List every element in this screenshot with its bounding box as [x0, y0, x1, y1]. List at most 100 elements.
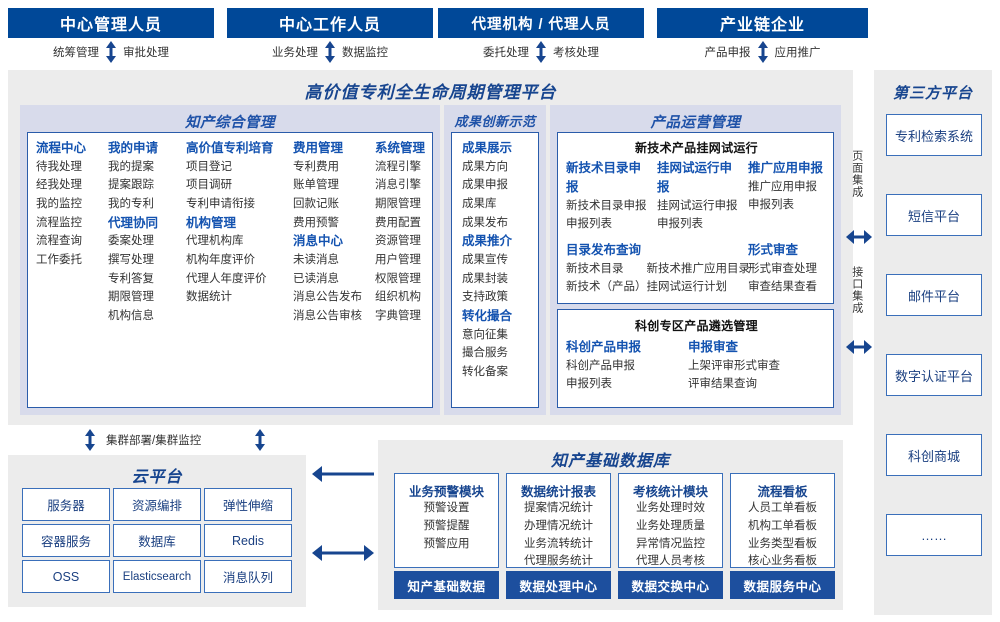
menu-item[interactable]: 专利申请衔接: [186, 198, 255, 210]
menu-item[interactable]: 新技术目录申报: [566, 199, 647, 212]
menu-item[interactable]: 费用预警: [293, 216, 339, 229]
third-party-item-more[interactable]: ……: [886, 514, 982, 556]
menu-item[interactable]: 费用配置: [375, 216, 421, 229]
menu-item[interactable]: 推广应用申报: [748, 180, 817, 193]
db-column-item[interactable]: 预警应用: [423, 537, 470, 550]
menu-item[interactable]: 专利答复: [108, 272, 154, 285]
menu-item[interactable]: 经我处理: [36, 179, 82, 192]
cloud-cell-oss[interactable]: OSS: [22, 560, 110, 593]
menu-item[interactable]: 工作委托: [36, 253, 82, 266]
menu-item[interactable]: 成果方向: [462, 160, 508, 173]
menu-item[interactable]: 流程查询: [36, 235, 82, 248]
cloud-cell-redis[interactable]: Redis: [204, 524, 292, 557]
db-column-item[interactable]: 人员工单看板: [748, 502, 817, 514]
menu-item[interactable]: 流程引擎: [375, 160, 421, 173]
db-column-item[interactable]: 业务流转统计: [524, 537, 593, 550]
menu-item[interactable]: 账单管理: [293, 179, 339, 192]
menu-item[interactable]: 专利费用: [293, 160, 339, 173]
menu-item[interactable]: 代理机构库: [186, 235, 244, 248]
role-card-2[interactable]: 代理机构 / 代理人员: [438, 8, 644, 38]
db-column-item[interactable]: 业务处理质量: [636, 519, 705, 532]
menu-item[interactable]: 新技术目录 新技术推广应用目录: [566, 262, 750, 275]
menu-item[interactable]: 已读消息: [293, 272, 339, 285]
db-column-item[interactable]: 预警设置: [423, 502, 470, 514]
menu-item[interactable]: 项目调研: [186, 179, 232, 192]
menu-item[interactable]: 我的专利: [108, 198, 154, 210]
cloud-cell-autoscaling[interactable]: 弹性伸缩: [204, 488, 292, 521]
cloud-cell-orchestration[interactable]: 资源编排: [113, 488, 201, 521]
db-column-item[interactable]: 提案情况统计: [524, 502, 593, 514]
cloud-cell-server[interactable]: 服务器: [22, 488, 110, 521]
menu-item[interactable]: 成果封装: [462, 272, 508, 285]
db-footer-exchange-center[interactable]: 数据交换中心: [618, 571, 723, 599]
menu-item[interactable]: 提案跟踪: [108, 179, 154, 192]
db-column-item[interactable]: 代理服务统计: [524, 555, 593, 568]
menu-item[interactable]: 权限管理: [375, 272, 421, 285]
menu-item[interactable]: 申报列表: [566, 378, 612, 391]
menu-item[interactable]: 形式审查处理: [748, 262, 817, 275]
menu-item[interactable]: 新技术（产品）挂网试运行计划: [566, 281, 727, 294]
menu-item[interactable]: 成果宣传: [462, 254, 508, 266]
role-card-0[interactable]: 中心管理人员: [8, 8, 214, 38]
menu-item[interactable]: 申报列表: [566, 218, 612, 231]
menu-item[interactable]: 申报列表: [657, 218, 703, 231]
menu-item[interactable]: 科创产品申报: [566, 359, 635, 372]
menu-item[interactable]: 撰写处理: [108, 254, 154, 266]
menu-item[interactable]: 流程监控: [36, 216, 82, 229]
menu-item[interactable]: 期限管理: [108, 291, 154, 304]
third-party-item-innovation-mall[interactable]: 科创商城: [886, 434, 982, 476]
third-party-item-sms[interactable]: 短信平台: [886, 194, 982, 236]
menu-item[interactable]: 申报列表: [748, 199, 794, 212]
menu-item[interactable]: 成果发布: [462, 216, 508, 229]
role-card-1[interactable]: 中心工作人员: [227, 8, 433, 38]
cloud-cell-message-queue[interactable]: 消息队列: [204, 560, 292, 593]
menu-item[interactable]: 机构信息: [108, 309, 154, 322]
menu-item[interactable]: 用户管理: [375, 253, 421, 266]
db-footer-basic-data[interactable]: 知产基础数据: [394, 571, 499, 599]
menu-item[interactable]: 消息公告发布: [293, 291, 362, 304]
menu-item[interactable]: 机构年度评价: [186, 254, 255, 266]
cloud-cell-container[interactable]: 容器服务: [22, 524, 110, 557]
db-column-item[interactable]: 预警提醒: [423, 519, 470, 532]
db-column-item[interactable]: 机构工单看板: [748, 519, 817, 532]
menu-item[interactable]: 项目登记: [186, 160, 232, 173]
db-column-item[interactable]: 业务处理时效: [636, 502, 705, 514]
menu-item[interactable]: 期限管理: [375, 198, 421, 210]
cloud-cell-elasticsearch[interactable]: Elasticsearch: [113, 560, 201, 593]
menu-item[interactable]: 代理人年度评价: [186, 272, 267, 285]
db-column-item[interactable]: 业务类型看板: [748, 537, 817, 550]
menu-item[interactable]: 意向征集: [462, 328, 508, 341]
db-footer-service-center[interactable]: 数据服务中心: [730, 571, 835, 599]
menu-item[interactable]: 成果库: [462, 198, 497, 210]
db-column-item[interactable]: 办理情况统计: [524, 519, 593, 532]
menu-item[interactable]: 字典管理: [375, 309, 421, 322]
third-party-item-email[interactable]: 邮件平台: [886, 274, 982, 316]
menu-item[interactable]: 资源管理: [375, 235, 421, 248]
menu-item[interactable]: 撮合服务: [462, 347, 508, 360]
menu-item[interactable]: 我的监控: [36, 198, 82, 210]
menu-item[interactable]: 我的提案: [108, 160, 154, 173]
db-column-item[interactable]: 异常情况监控: [636, 537, 705, 550]
menu-item[interactable]: 消息公告审核: [293, 309, 362, 322]
menu-item[interactable]: 挂网试运行申报: [657, 199, 738, 212]
db-column-item[interactable]: 代理人员考核: [636, 555, 705, 568]
menu-item[interactable]: 回款记账: [293, 198, 339, 210]
third-party-item-patent-search[interactable]: 专利检索系统: [886, 114, 982, 156]
menu-item[interactable]: 组织机构: [375, 291, 421, 304]
menu-item[interactable]: 支持政策: [462, 291, 508, 304]
role-card-3[interactable]: 产业链企业: [657, 8, 868, 38]
db-footer-processing-center[interactable]: 数据处理中心: [506, 571, 611, 599]
third-party-item-digital-cert[interactable]: 数字认证平台: [886, 354, 982, 396]
menu-item[interactable]: 评审结果查询: [688, 378, 757, 391]
menu-item[interactable]: 审查结果查看: [748, 281, 817, 294]
menu-item[interactable]: 待我处理: [36, 160, 82, 173]
menu-item[interactable]: 转化备案: [462, 365, 508, 378]
menu-item[interactable]: 数据统计: [186, 291, 232, 304]
menu-item[interactable]: 委案处理: [108, 235, 154, 248]
db-column-item[interactable]: 核心业务看板: [748, 555, 817, 568]
menu-item[interactable]: 成果申报: [462, 179, 508, 192]
menu-item[interactable]: 上架评审形式审查: [688, 359, 780, 372]
menu-item[interactable]: 未读消息: [293, 254, 339, 266]
menu-item[interactable]: 消息引擎: [375, 179, 421, 192]
cloud-cell-database[interactable]: 数据库: [113, 524, 201, 557]
